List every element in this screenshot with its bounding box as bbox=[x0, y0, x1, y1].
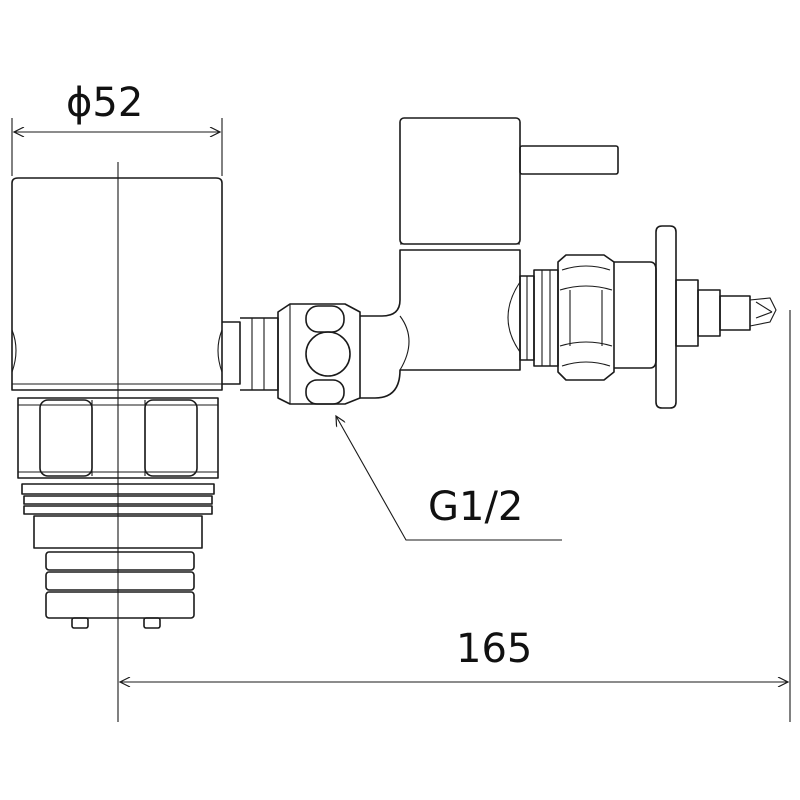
valve-handle bbox=[399, 117, 619, 245]
main-body bbox=[11, 177, 223, 391]
diameter-label: ϕ52 bbox=[66, 80, 143, 126]
thread-label: G1/2 bbox=[428, 484, 523, 530]
thread-callout: G1/2 bbox=[336, 416, 562, 541]
branch-connector bbox=[222, 303, 361, 405]
diameter-dimension: ϕ52 bbox=[11, 80, 223, 176]
length-label: 165 bbox=[456, 626, 532, 672]
valve-body bbox=[360, 243, 521, 399]
length-dimension: 165 bbox=[120, 626, 788, 682]
outlet-fitting bbox=[519, 225, 777, 409]
